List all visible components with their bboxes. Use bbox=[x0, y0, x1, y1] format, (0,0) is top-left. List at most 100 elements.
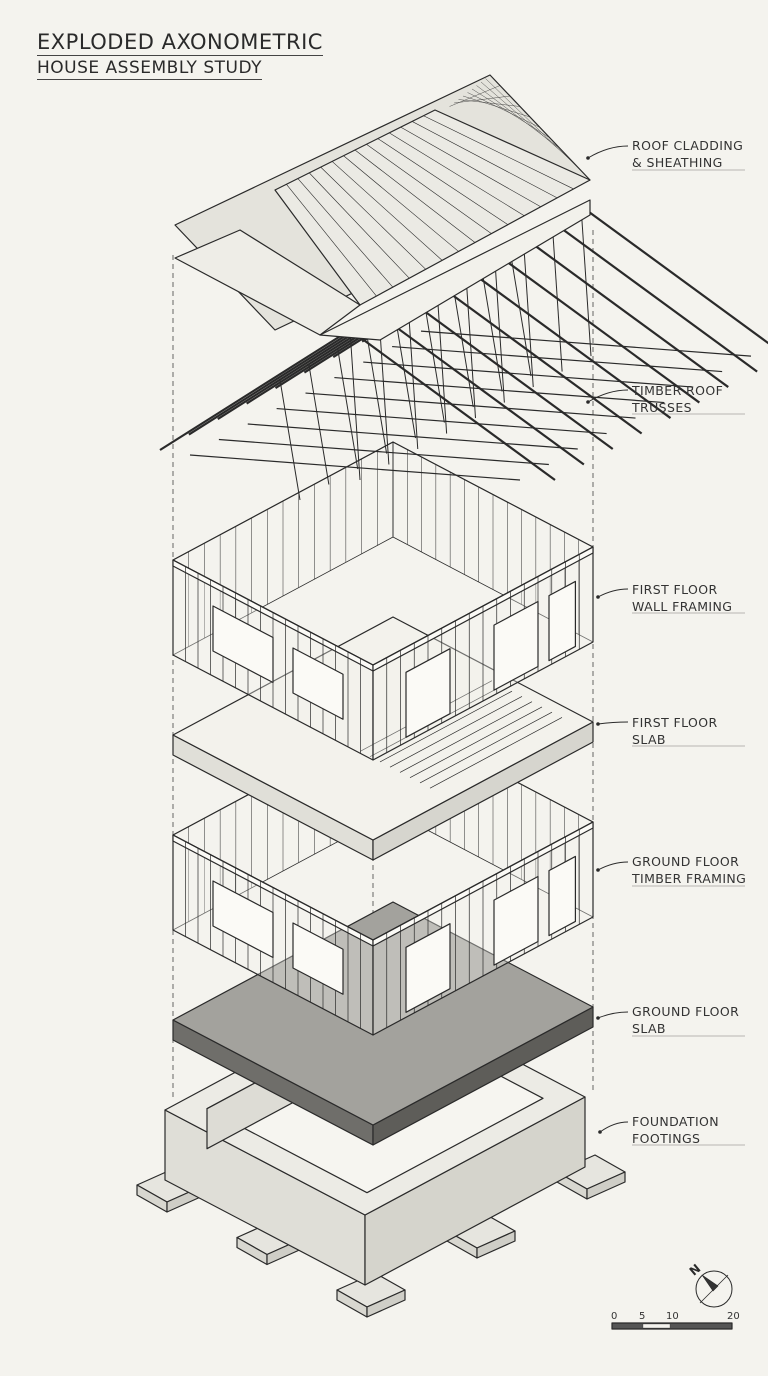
roof-cladding-rib bbox=[343, 155, 459, 252]
floor-joist bbox=[379, 690, 513, 763]
truss-web bbox=[510, 256, 532, 377]
truss-web bbox=[580, 206, 592, 357]
roof-cladding-rib bbox=[320, 166, 426, 270]
footing-pad-side bbox=[366, 1289, 406, 1318]
roof-cladding-rib bbox=[297, 178, 394, 288]
floor-joist bbox=[389, 696, 523, 768]
truss-web bbox=[522, 237, 534, 388]
roof-cladding-rib bbox=[331, 161, 443, 261]
floor-joist bbox=[409, 706, 543, 779]
ground-floor-wall-door bbox=[405, 923, 451, 1013]
truss-chord bbox=[305, 392, 636, 419]
truss-web bbox=[423, 302, 445, 423]
truss-web bbox=[366, 333, 388, 454]
ground-floor-wall-door bbox=[493, 875, 539, 966]
leader-arrowhead bbox=[596, 1016, 600, 1020]
drawing-title: EXPLODED AXONOMETRIC bbox=[37, 30, 323, 56]
leader-line bbox=[587, 389, 629, 403]
roof-cladding-rib bbox=[309, 172, 410, 279]
roof-tile-line bbox=[467, 92, 541, 128]
roof-cladding-rib bbox=[286, 184, 377, 297]
leader-arrowhead bbox=[598, 1130, 602, 1134]
footing-pad-side bbox=[476, 1230, 516, 1259]
truss-chord bbox=[334, 376, 665, 404]
roof-tile-line bbox=[471, 88, 551, 139]
roof-cladding-rib bbox=[389, 132, 525, 216]
leader-line bbox=[597, 588, 629, 598]
truss-rafter bbox=[464, 267, 672, 419]
truss-rafter bbox=[551, 220, 758, 373]
roof-cladding-rib bbox=[400, 126, 541, 208]
roof-cladding-rib bbox=[423, 115, 574, 190]
scale-tick-5: 5 bbox=[639, 1311, 646, 1322]
truss-chord bbox=[392, 345, 723, 373]
roof-cladding-rib bbox=[366, 144, 492, 234]
roof-cladding-rib bbox=[412, 121, 558, 199]
footing-pad-side bbox=[586, 1171, 626, 1200]
leader-line bbox=[587, 145, 629, 159]
scale-tick-20: 20 bbox=[727, 1311, 740, 1322]
leader-line bbox=[597, 1011, 629, 1019]
truss-chord bbox=[189, 454, 521, 481]
ground-floor-wall-door bbox=[548, 855, 577, 937]
truss-chord bbox=[276, 407, 607, 435]
first-floor-wall-top-outline bbox=[172, 441, 594, 666]
truss-web bbox=[349, 329, 361, 481]
first-floor-wall-door bbox=[405, 648, 451, 738]
leader-arrowhead bbox=[596, 722, 600, 726]
truss-rafter bbox=[407, 298, 614, 450]
truss-chord bbox=[247, 423, 578, 450]
floor-joist bbox=[419, 711, 553, 784]
first-floor-wall-window bbox=[212, 605, 274, 684]
roof-sheathing-edge bbox=[319, 199, 591, 341]
truss-rafter bbox=[580, 205, 768, 345]
truss-chord bbox=[363, 361, 694, 388]
roof-tile-line bbox=[480, 81, 571, 160]
truss-web bbox=[436, 283, 448, 434]
leader-arrowhead bbox=[586, 400, 590, 404]
truss-web bbox=[279, 379, 301, 501]
first-floor-wall-window bbox=[292, 647, 344, 720]
north-arrow-needle bbox=[701, 1274, 719, 1292]
floor-joist bbox=[399, 701, 533, 773]
truss-chord bbox=[420, 330, 752, 357]
truss-rafter bbox=[522, 236, 729, 388]
truss-rafter bbox=[493, 251, 701, 404]
roof-sheathing bbox=[174, 229, 361, 336]
truss-web bbox=[337, 348, 359, 470]
ground-floor-wall-window bbox=[292, 922, 344, 995]
drawing-subtitle: HOUSE ASSEMBLY STUDY bbox=[37, 58, 262, 80]
leader-arrowhead bbox=[596, 595, 600, 599]
scale-tick-0: 0 bbox=[611, 1311, 618, 1322]
truss-rafter bbox=[435, 282, 643, 435]
roof-tile-line bbox=[485, 78, 581, 170]
truss-web bbox=[493, 252, 505, 403]
truss-web bbox=[395, 317, 416, 439]
truss-web bbox=[481, 271, 503, 392]
label-roof-cladding: ROOF CLADDING& SHEATHING bbox=[632, 138, 744, 170]
ground-floor-wall-window bbox=[212, 880, 274, 959]
leader-line bbox=[597, 861, 629, 871]
roof-cladding-rib bbox=[377, 138, 509, 225]
truss-rafter bbox=[378, 313, 585, 466]
north-arrow-circle bbox=[695, 1270, 733, 1308]
scale-bar bbox=[611, 1322, 733, 1330]
floor-joist bbox=[429, 717, 563, 789]
roof-cladding-rib bbox=[354, 149, 476, 243]
first-floor-wall-door bbox=[493, 600, 539, 691]
first-floor-slab-top-face bbox=[172, 616, 594, 841]
truss-chord bbox=[218, 438, 549, 466]
truss-web bbox=[551, 221, 563, 372]
truss-web bbox=[407, 298, 419, 450]
leader-arrowhead bbox=[596, 868, 600, 872]
leader-line bbox=[597, 721, 629, 725]
truss-rafter bbox=[159, 329, 351, 451]
truss-web bbox=[452, 286, 474, 408]
first-floor-wall-door bbox=[548, 580, 577, 662]
